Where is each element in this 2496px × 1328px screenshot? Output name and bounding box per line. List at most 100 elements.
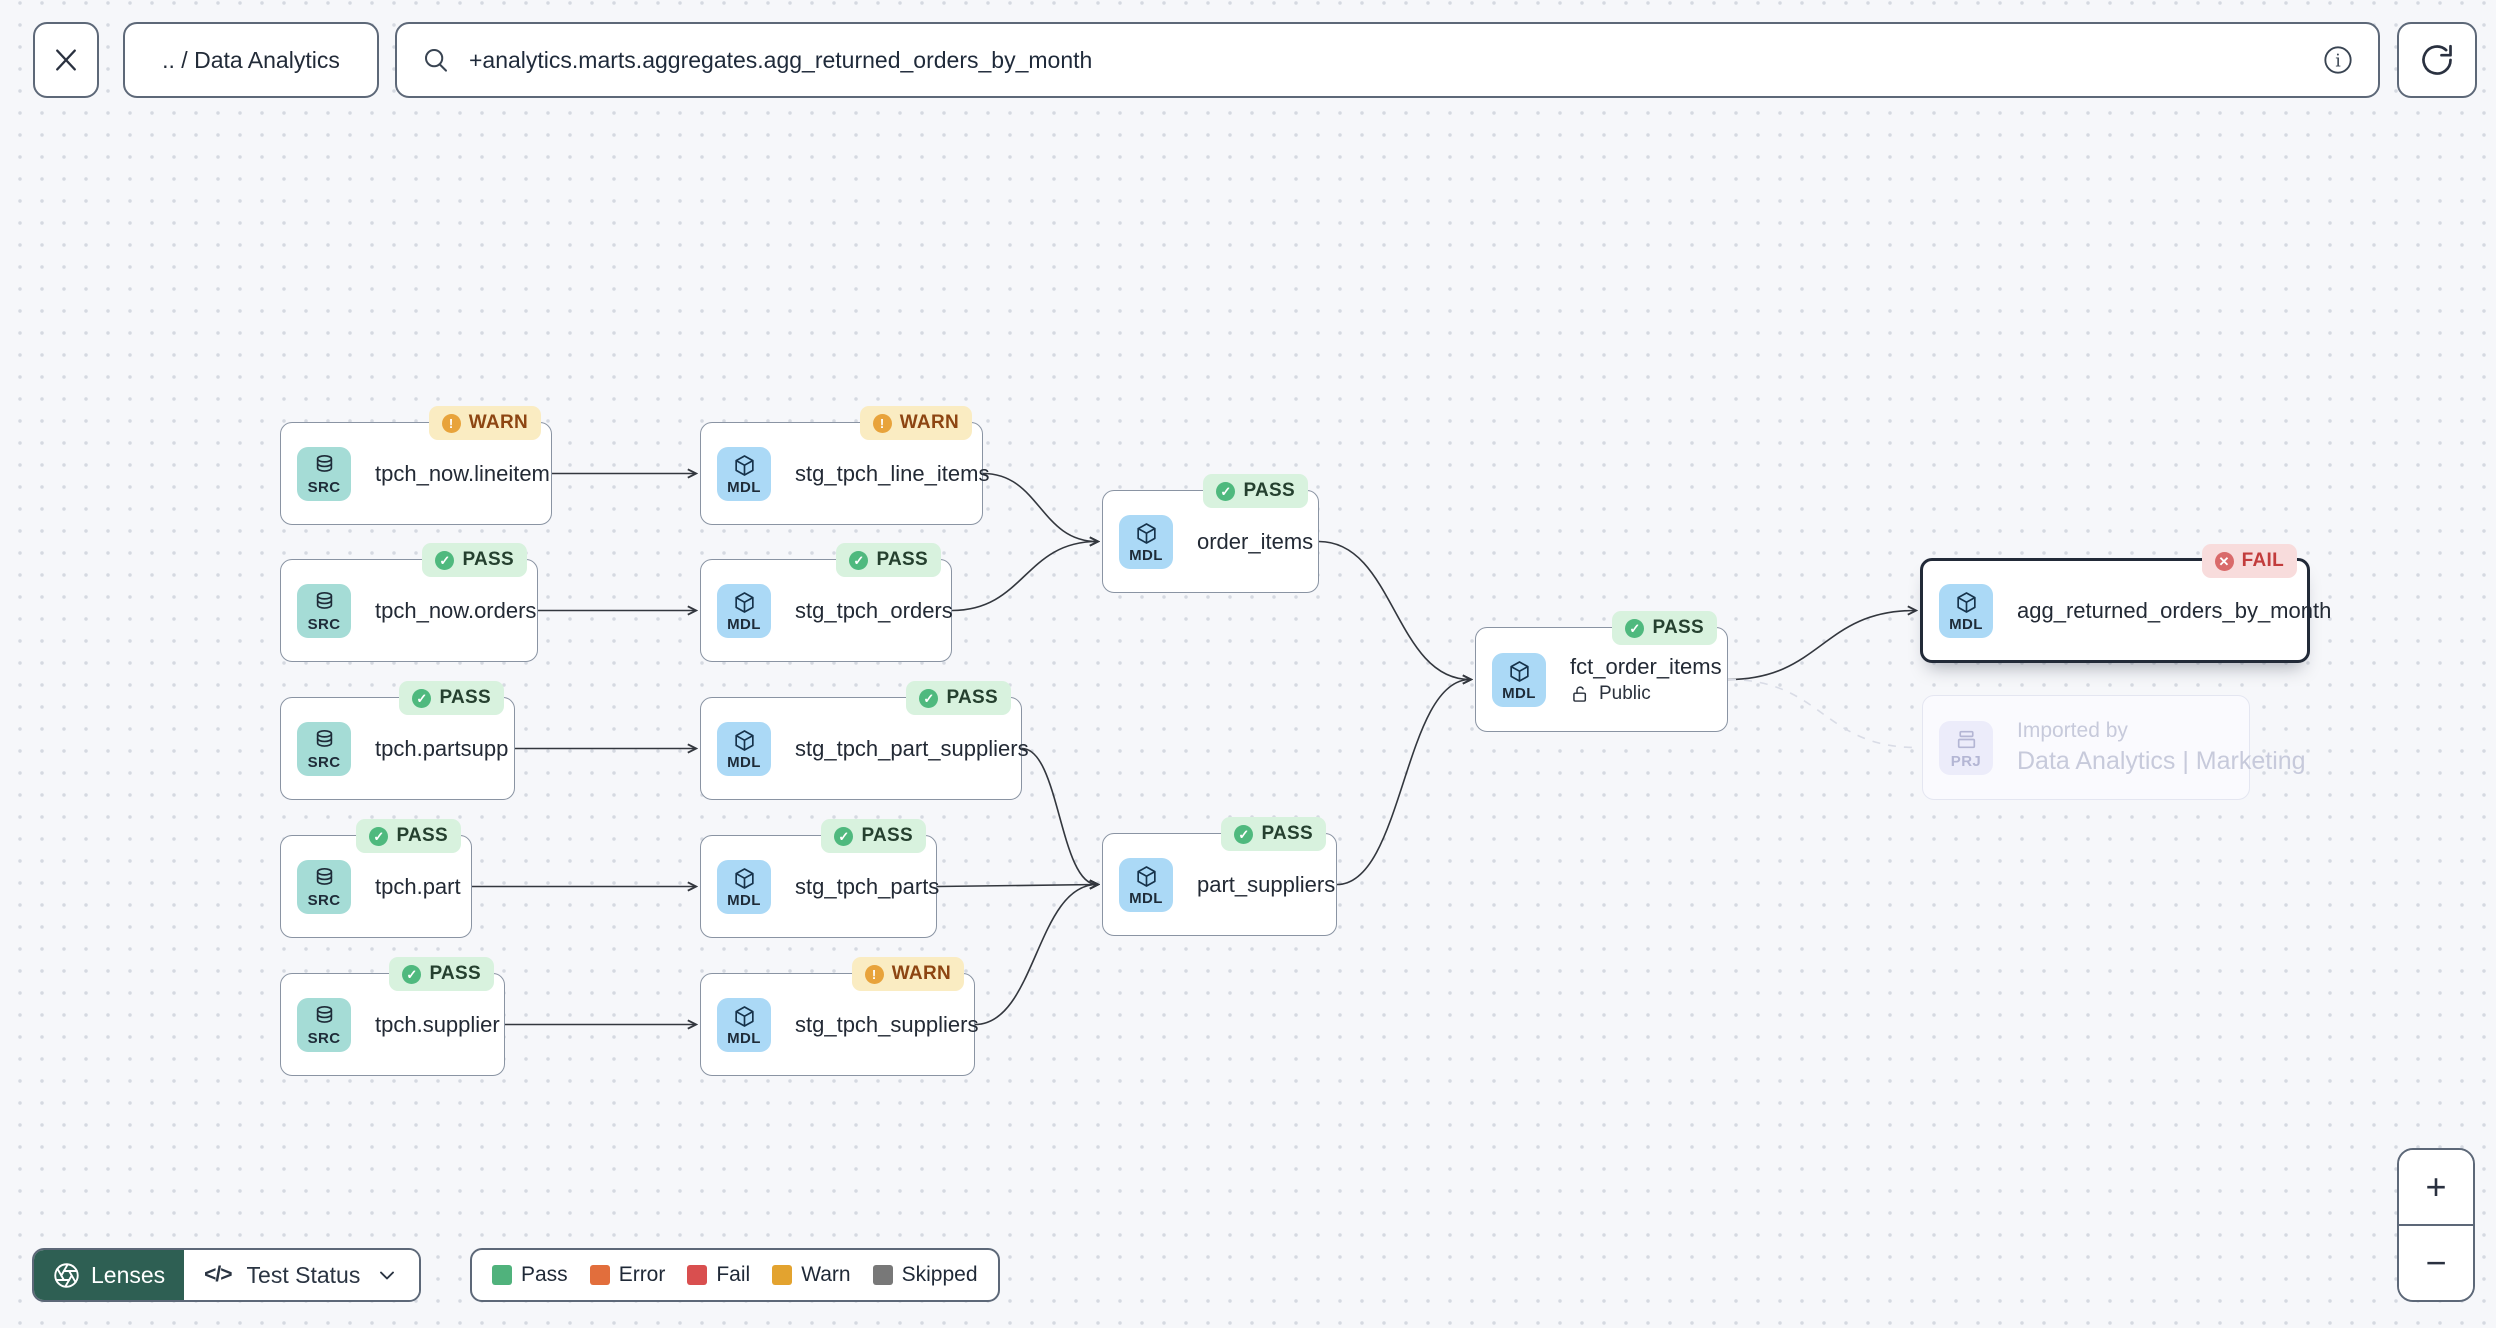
mdl-chip: MDL <box>717 583 771 638</box>
info-icon[interactable]: i <box>2322 44 2354 76</box>
lineage-node-agg_returned_orders_by_month[interactable]: MDL agg_returned_orders_by_month ✕FAIL <box>1920 544 2332 663</box>
model-icon <box>1956 591 1976 613</box>
legend-swatch <box>772 1265 793 1285</box>
search-bar[interactable]: i <box>395 22 2380 98</box>
status-label: PASS <box>462 549 514 570</box>
zoom-in-button[interactable]: + <box>2399 1150 2473 1224</box>
svg-text:i: i <box>2335 52 2341 72</box>
chip-label: SRC <box>307 478 341 496</box>
model-icon <box>1136 865 1156 887</box>
status-label: WARN <box>899 412 959 433</box>
database-icon <box>316 867 332 885</box>
refresh-icon <box>2422 44 2452 75</box>
zoom-out-button[interactable]: − <box>2399 1226 2473 1300</box>
edge-order_items-to-fct_order_items <box>1318 540 1470 680</box>
node-text: stg_tpch_orders <box>795 597 953 623</box>
edge-stg_tpch_orders-to-order_items <box>951 542 1097 612</box>
chip-label: MDL <box>727 753 761 771</box>
node-title: stg_tpch_orders <box>795 597 953 623</box>
lenses-button[interactable]: Lenses <box>34 1250 185 1300</box>
refresh-button[interactable] <box>2397 22 2477 98</box>
status-dot: ! <box>872 413 892 433</box>
status-badge-pass: ✓PASS <box>389 957 494 991</box>
plus-icon: + <box>2425 1166 2447 1207</box>
status-label: WARN <box>891 963 951 984</box>
database-icon <box>316 454 332 472</box>
chip-label: SRC <box>307 891 341 909</box>
node-title: fct_order_items <box>1570 653 1722 679</box>
lens-selector[interactable]: </> Test Status <box>184 1250 420 1300</box>
project-icon <box>1957 730 1975 748</box>
status-dot: ✓ <box>402 964 422 984</box>
legend-swatch <box>589 1265 610 1285</box>
close-icon <box>56 49 76 71</box>
node-text: tpch_now.orders <box>375 598 536 623</box>
status-badge-pass: ✓PASS <box>1221 817 1326 851</box>
status-badge-fail: ✕FAIL <box>2201 544 2297 578</box>
close-button[interactable] <box>33 22 99 98</box>
breadcrumb-label: .. / Data Analytics <box>162 46 340 73</box>
database-icon <box>316 729 332 747</box>
database-icon <box>316 1005 332 1023</box>
mdl-chip: MDL <box>717 446 771 501</box>
mdl-chip: MDL <box>1939 583 1993 638</box>
model-icon <box>734 867 754 889</box>
edge-stg_tpch_line_items-to-order_items <box>982 472 1097 542</box>
lock-open-icon <box>1573 686 1587 702</box>
status-label: PASS <box>1652 617 1704 638</box>
node-title: agg_returned_orders_by_month <box>2017 597 2332 623</box>
chevron-down-icon <box>380 1271 395 1280</box>
legend-item-error: Error <box>589 1263 665 1287</box>
prj-chip: PRJ <box>1939 720 1993 775</box>
status-dot: ✓ <box>1216 481 1236 501</box>
model-icon <box>734 591 754 613</box>
node-title: stg_tpch_parts <box>795 873 940 899</box>
model-icon <box>734 1005 754 1027</box>
src-chip: SRC <box>297 721 351 776</box>
lineage-node-stg_tpch_suppliers[interactable]: MDL stg_tpch_suppliers !WARN <box>700 957 978 1076</box>
legend-label: Fail <box>716 1263 751 1286</box>
node-text: stg_tpch_suppliers <box>795 1012 978 1037</box>
legend-swatch <box>687 1265 708 1285</box>
breadcrumb[interactable]: .. / Data Analytics <box>123 22 379 98</box>
node-title: stg_tpch_part_suppliers <box>795 735 1029 761</box>
status-badge-pass: ✓ PASS <box>422 543 527 577</box>
status-dot: ✓ <box>412 688 432 708</box>
status-dot: ! <box>441 413 461 433</box>
node-text: order_items <box>1197 528 1314 554</box>
status-badge-warn: !WARN <box>851 957 964 991</box>
status-badge-pass: ✓PASS <box>906 681 1011 715</box>
lineage-node-tpch-partsupp[interactable]: SRC tpch.partsupp ✓ PASS <box>280 681 515 800</box>
search-input[interactable] <box>467 45 2306 75</box>
model-icon <box>1136 522 1156 544</box>
status-dot: ✓ <box>919 688 939 708</box>
lineage-node-stg_tpch_part_suppliers[interactable]: MDL stg_tpch_part_suppliers ✓PASS <box>700 681 1029 800</box>
status-dot: ✓ <box>834 826 854 846</box>
node-subtitle: Public <box>1570 683 1713 705</box>
status-badge-pass: ✓ PASS <box>399 681 504 715</box>
node-title: order_items <box>1197 528 1314 554</box>
status-dot: ✓ <box>435 550 455 570</box>
node-title: tpch.partsupp <box>375 735 509 761</box>
status-badge-pass: ✓PASS <box>1612 611 1717 645</box>
chip-label: MDL <box>727 1029 761 1047</box>
edge-stg_tpch_suppliers-to-part_suppliers <box>974 885 1097 1026</box>
status-label: WARN <box>468 412 528 433</box>
zoom-divider <box>2399 1224 2473 1226</box>
status-label: PASS <box>439 687 491 708</box>
edge-stg_tpch_part_suppliers-to-part_suppliers <box>1021 747 1097 885</box>
legend-swatch <box>492 1265 512 1285</box>
